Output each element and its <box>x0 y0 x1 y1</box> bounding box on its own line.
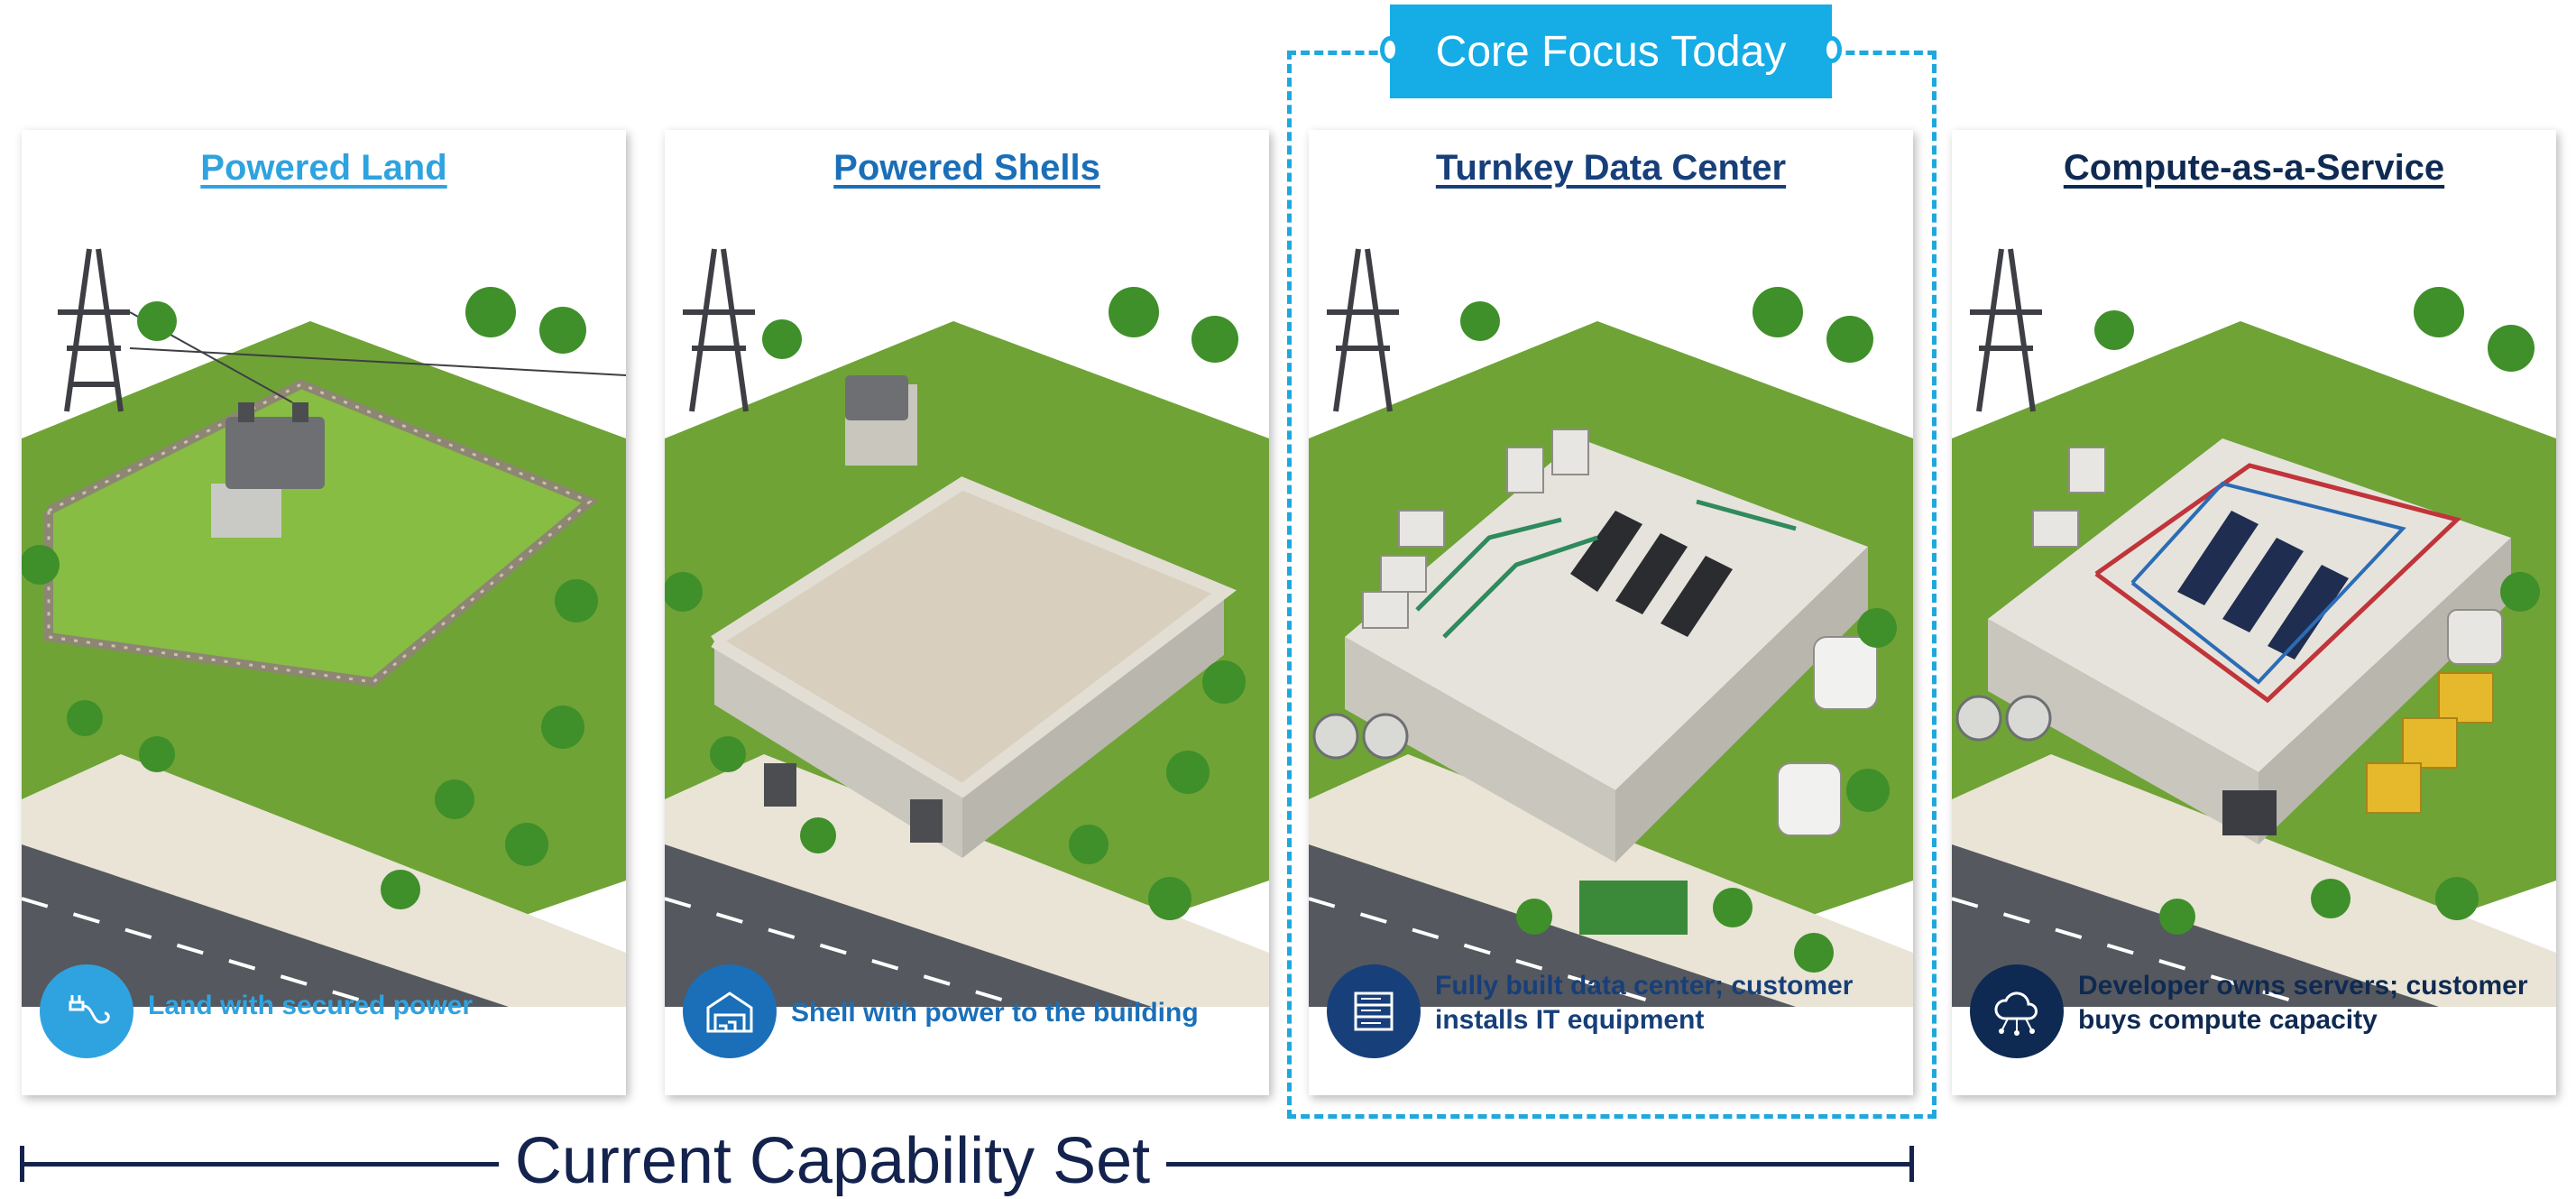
plug-icon <box>40 964 133 1058</box>
card-description: Developer owns servers; customer buys co… <box>2078 971 2528 1035</box>
card-title[interactable]: Powered Land <box>200 148 447 188</box>
card-title[interactable]: Powered Shells <box>833 148 1100 188</box>
powered-land-illustration <box>22 213 626 1007</box>
turnkey-data-center-illustration <box>1309 213 1913 1007</box>
card-powered-shells[interactable]: Powered Shells Shell with power to the b… <box>665 130 1269 1095</box>
server-rack-icon <box>1327 964 1421 1058</box>
card-description: Shell with power to the building <box>791 998 1199 1028</box>
capability-bracket-line <box>20 1162 1914 1167</box>
banner-right-knob <box>1822 36 1842 63</box>
card-turnkey-data-center[interactable]: Turnkey Data Center <box>1309 130 1913 1095</box>
card-powered-land[interactable]: Powered Land Land with secured power <box>22 130 626 1095</box>
compute-as-a-service-illustration <box>1952 213 2556 1007</box>
card-description: Land with secured power <box>148 991 474 1020</box>
powered-shells-illustration <box>665 213 1269 1007</box>
card-compute-as-a-service[interactable]: Compute-as-a-Service <box>1952 130 2556 1095</box>
capability-label: Current Capability Set <box>498 1125 1167 1197</box>
card-title[interactable]: Compute-as-a-Service <box>2063 148 2445 188</box>
card-title[interactable]: Turnkey Data Center <box>1435 148 1787 188</box>
warehouse-icon <box>683 964 777 1058</box>
banner-left-knob <box>1380 36 1400 63</box>
bracket-right-tick <box>1909 1146 1914 1182</box>
cloud-network-icon <box>1970 964 2064 1058</box>
core-focus-banner: Core Focus Today <box>1390 5 1832 98</box>
card-description: Fully built data center; customer instal… <box>1435 971 1854 1035</box>
